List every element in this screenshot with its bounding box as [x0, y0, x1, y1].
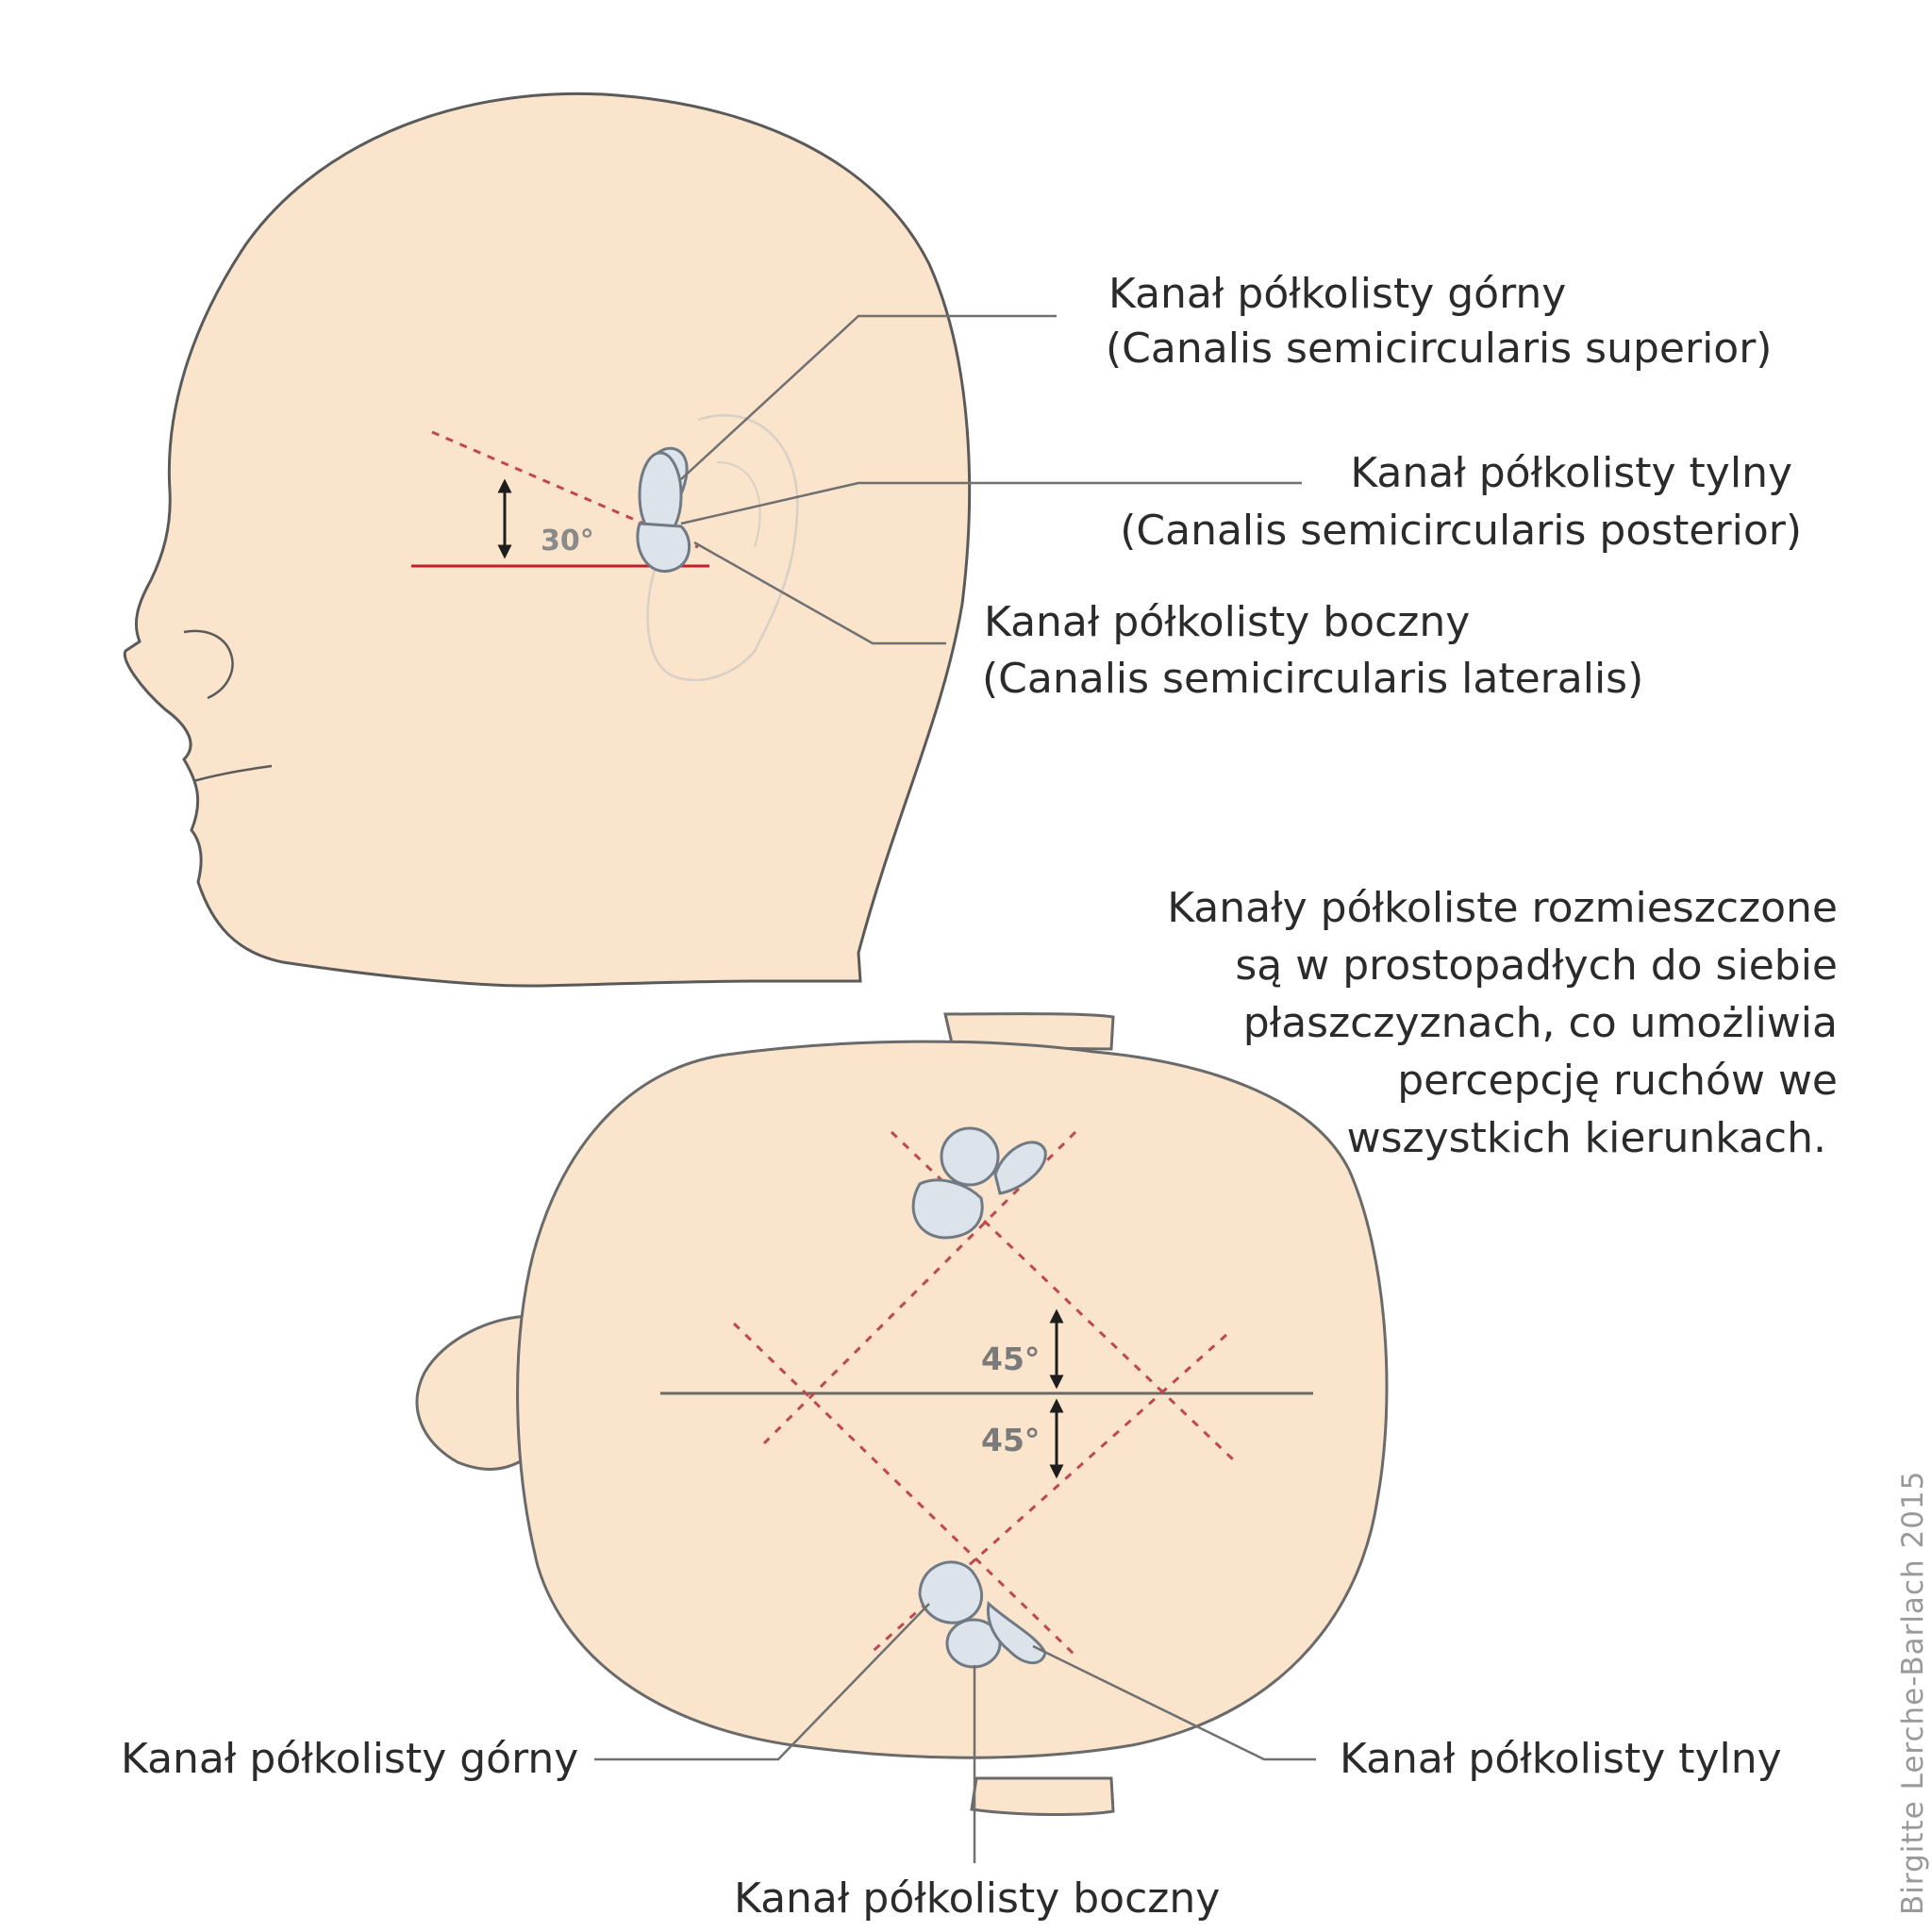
- label-lateral-canal-pl: Kanał półkolisty boczny: [984, 598, 1471, 646]
- explanatory-note: Kanały półkoliste rozmieszczone są w pro…: [1121, 879, 1838, 1167]
- ear-inner: [716, 461, 761, 548]
- leader-top-superior: [594, 1603, 930, 1761]
- side-head-silhouette: [123, 92, 972, 988]
- top-head: [415, 1012, 1389, 1817]
- top-canal-upper-icon: [911, 1126, 1047, 1240]
- side-leader-lines: [680, 314, 1302, 645]
- label-posterior-canal-lat: (Canalis semicircularis posterior): [1120, 507, 1802, 555]
- leader-top-posterior: [1032, 1644, 1316, 1761]
- label-lateral-canal-lat: (Canalis semicircularis lateralis): [982, 655, 1644, 703]
- note-line-4: percepcję ruchów we: [1397, 1057, 1838, 1105]
- label-superior-canal-pl: Kanał półkolisty górny: [1108, 270, 1567, 318]
- label-top-superior: Kanał półkolisty górny: [121, 1735, 579, 1783]
- side-head: [123, 92, 972, 988]
- angle-30-label: 30°: [541, 525, 594, 558]
- top-canal-lower-icon: [918, 1560, 1047, 1669]
- top-view-ear-left: [415, 1314, 534, 1471]
- lips-line: [192, 764, 273, 783]
- note-line-3: płaszczyznach, co umożliwia: [1242, 999, 1838, 1047]
- note-line-5: wszystkich kierunkach.: [1346, 1114, 1826, 1162]
- label-top-lateral: Kanał półkolisty boczny: [734, 1874, 1221, 1923]
- author-credit: Birgitte Lerche-Barlach 2015: [1896, 1470, 1930, 1915]
- angle-45-lower-label: 45°: [981, 1422, 1040, 1458]
- top-view-nose: [943, 1012, 1115, 1051]
- ear-outline: [646, 414, 799, 682]
- label-top-posterior: Kanał półkolisty tylny: [1340, 1735, 1782, 1783]
- angle-45-upper-label: 45°: [981, 1341, 1040, 1377]
- label-superior-canal-lat: (Canalis semicircularis superior): [1106, 325, 1773, 373]
- leader-superior: [680, 314, 1057, 480]
- top-view-skull: [516, 1040, 1389, 1759]
- side-canal-icon: [636, 446, 691, 573]
- label-posterior-canal-pl: Kanał półkolisty tylny: [1350, 449, 1792, 497]
- nostril-curve: [183, 629, 234, 700]
- note-line-1: Kanały półkoliste rozmieszczone: [1167, 884, 1838, 932]
- top-view-neck: [970, 1776, 1115, 1817]
- top-leader-lines: [594, 1603, 1316, 1863]
- leader-lateral: [693, 541, 946, 645]
- leader-posterior: [680, 481, 1302, 525]
- note-line-2: są w prostopadłych do siebie: [1235, 941, 1838, 990]
